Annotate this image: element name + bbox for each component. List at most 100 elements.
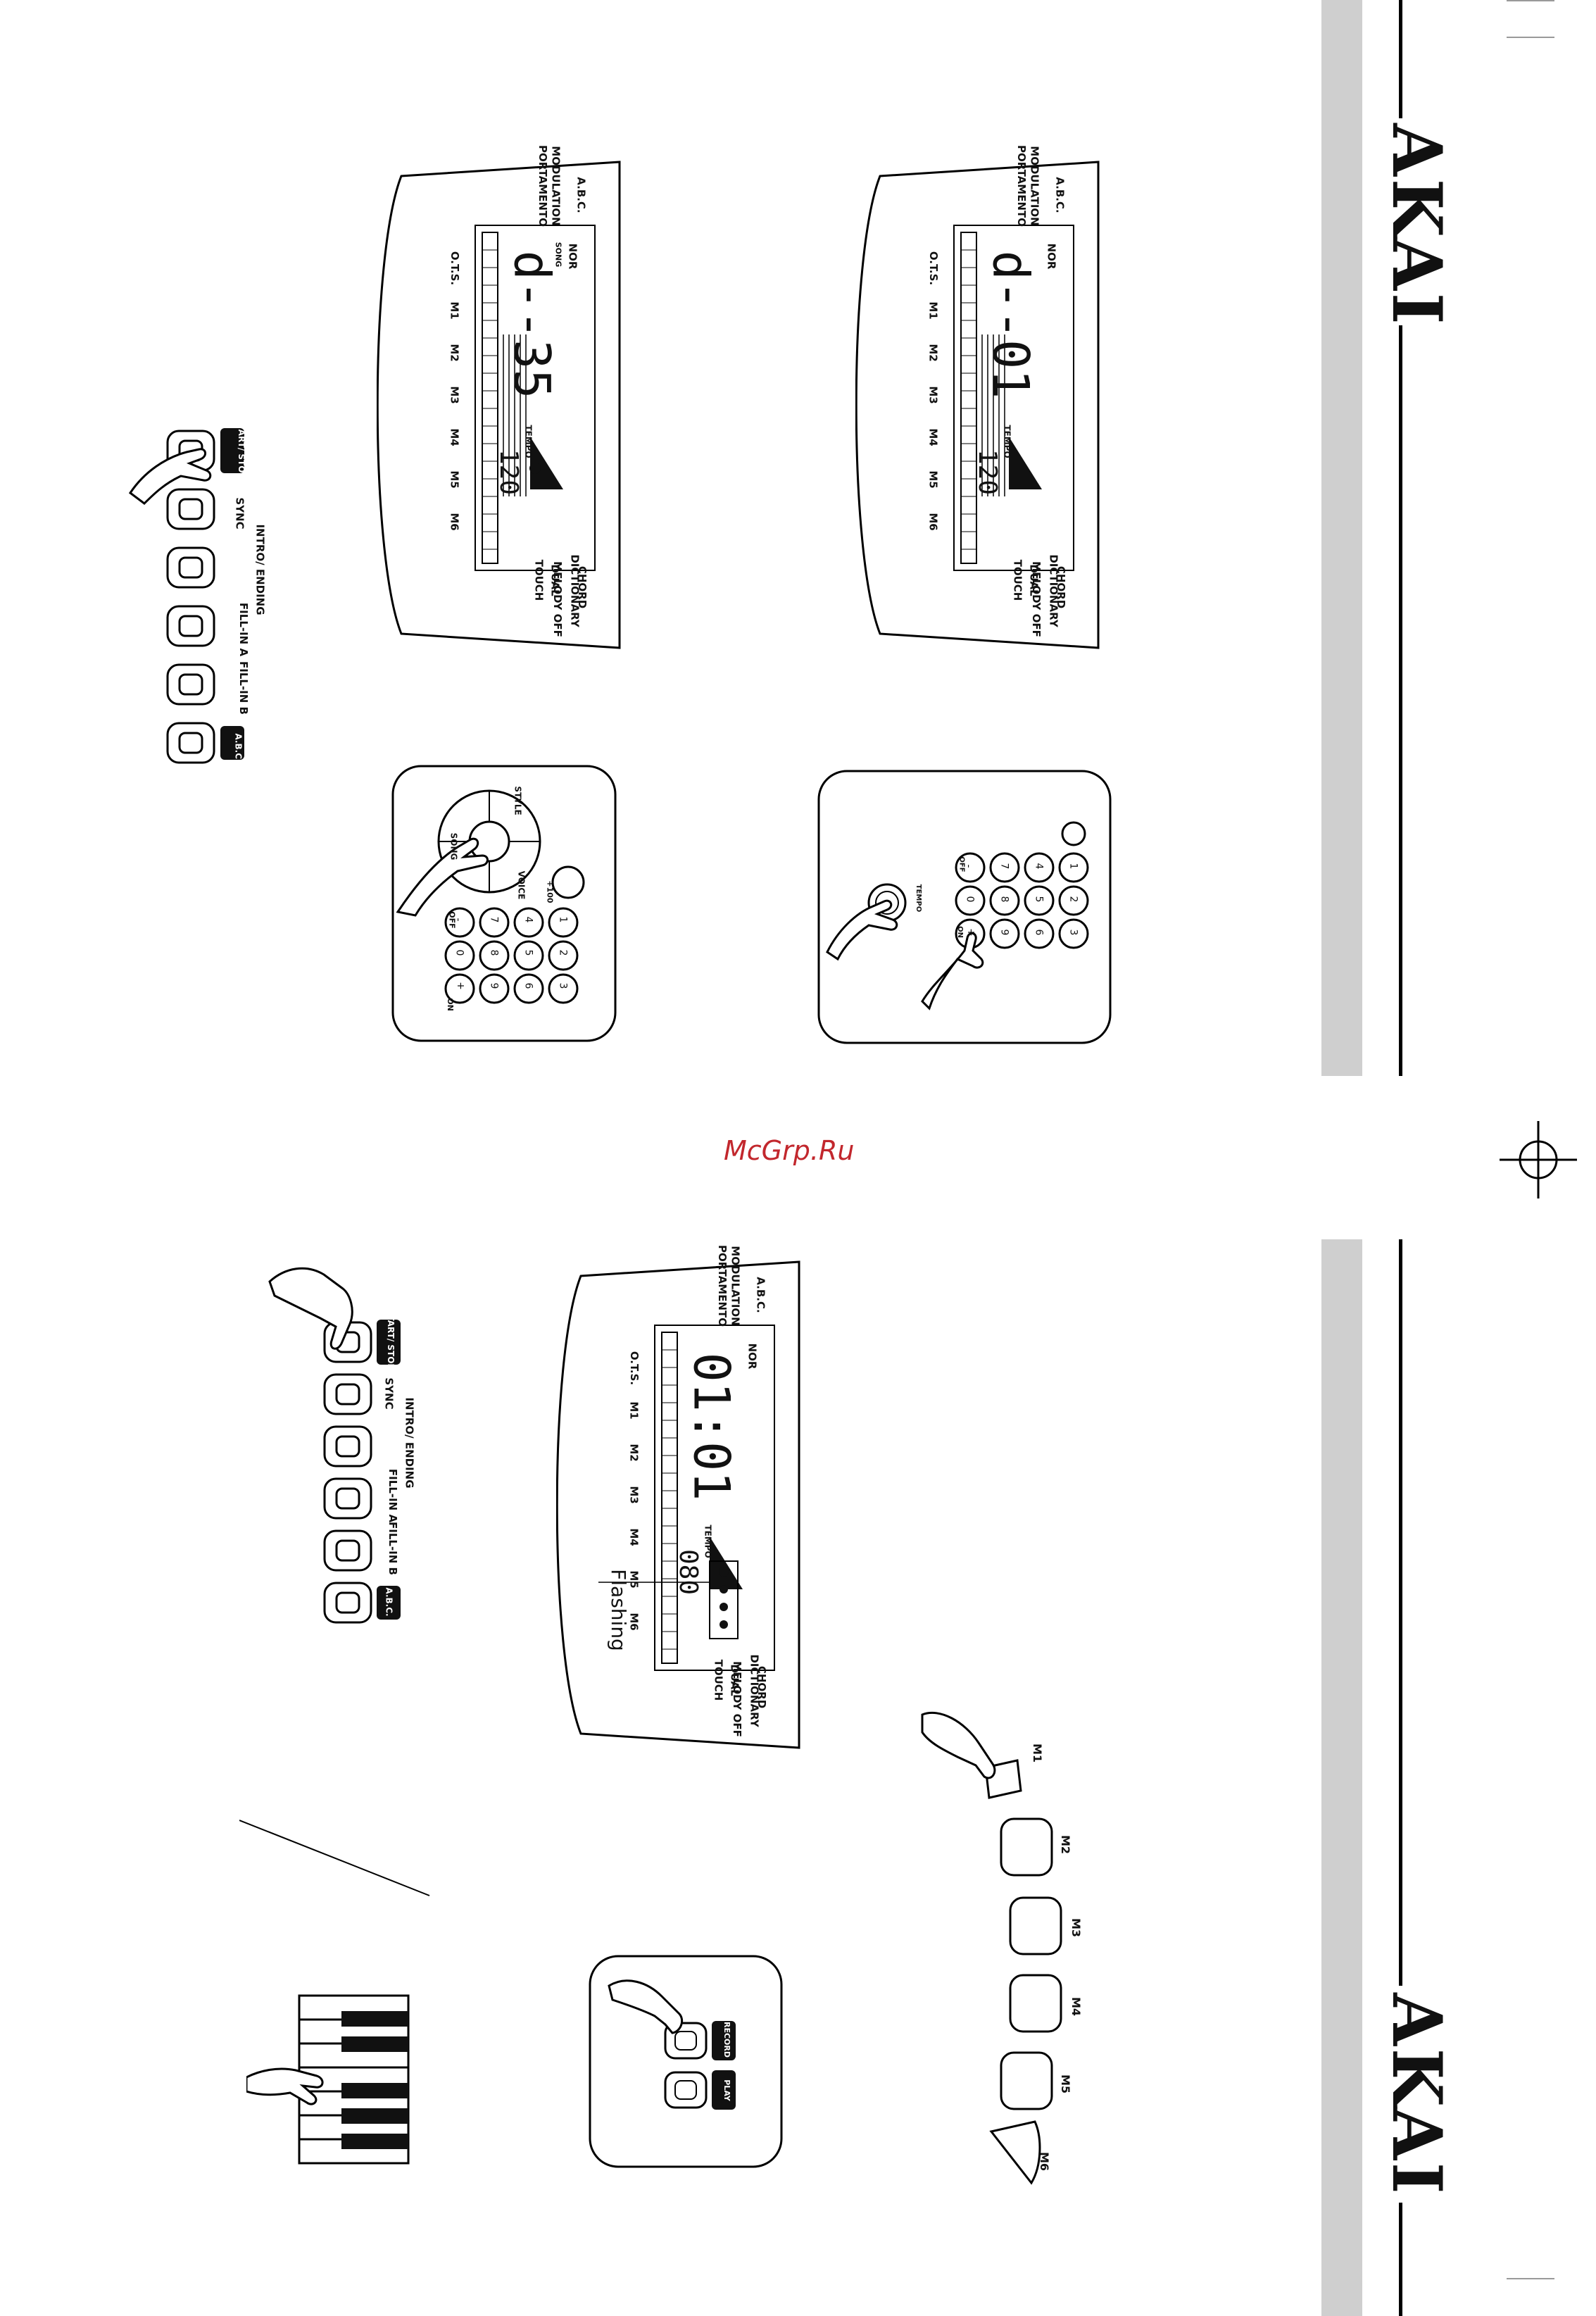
crop-mark bbox=[1507, 37, 1554, 38]
memory-pad-m2[interactable]: M2 bbox=[1059, 1834, 1073, 1855]
divider-line-top-a bbox=[1399, 0, 1402, 118]
lcd-label-tempo: TEMPO bbox=[523, 425, 534, 458]
wheel-keypad-art bbox=[391, 765, 617, 1042]
keypad-key-0[interactable]: 0 bbox=[453, 949, 465, 956]
keypad-key-6[interactable]: 6 bbox=[522, 982, 534, 989]
record-play-art bbox=[589, 1955, 783, 2168]
lcd-label-modulation: MODULATION bbox=[729, 1246, 742, 1326]
memory-pad-m1[interactable]: M1 bbox=[1031, 1743, 1045, 1763]
memory-pads bbox=[908, 1686, 1084, 2193]
keypad-key-2[interactable]: 2 bbox=[557, 949, 569, 956]
lcd-label-ots: O.T.S. bbox=[927, 251, 941, 286]
record-play-panel bbox=[588, 1954, 784, 2169]
divider-line-bottom-b bbox=[1399, 2203, 1402, 2316]
lcd-label-melody-off: MELODY OFF bbox=[730, 1661, 743, 1737]
lcd-readout-top-right: d--01 bbox=[981, 250, 1040, 399]
lcd-label-m2: M2 bbox=[448, 344, 461, 362]
divider-line-bottom-a bbox=[1399, 1239, 1402, 1986]
memory-pad-m5[interactable]: M5 bbox=[1059, 2074, 1073, 2094]
keypad2-key-9[interactable]: 9 bbox=[998, 929, 1010, 936]
lcd-label-ots: O.T.S. bbox=[448, 251, 462, 286]
lcd-label-m1: M1 bbox=[627, 1401, 641, 1420]
keypad2-key-5[interactable]: 5 bbox=[1033, 896, 1045, 903]
memory-pad-m4[interactable]: M4 bbox=[1069, 1996, 1083, 2017]
lcd-label-melody-off: MELODY OFF bbox=[551, 561, 564, 637]
lcd-label-nor: NOR bbox=[566, 243, 579, 270]
style-button-strip-top bbox=[116, 415, 264, 782]
keypad2-key-plus[interactable]: + bbox=[964, 928, 976, 937]
keypad-key-1[interactable]: 1 bbox=[557, 916, 569, 923]
keypad2-key-1[interactable]: 1 bbox=[1067, 863, 1079, 870]
wheel-label-plus100: +100 bbox=[545, 880, 555, 903]
button-label-abc: A.B.C. bbox=[233, 733, 244, 763]
lcd-label-m5: M5 bbox=[448, 470, 461, 489]
wheel-keypad-panel bbox=[391, 764, 617, 1043]
wheel-label-voice: VOICE bbox=[516, 870, 527, 900]
lcd-display-top-right bbox=[855, 158, 1102, 651]
lcd-label-tempo: TEMPO bbox=[1002, 425, 1012, 458]
brand-logo-bottom: AKAI bbox=[1377, 1993, 1457, 2197]
keypad2-key-7[interactable]: 7 bbox=[998, 863, 1010, 870]
crop-mark bbox=[1507, 2278, 1554, 2279]
tempo-keypad-panel bbox=[817, 769, 1112, 1045]
lcd-label-m6: M6 bbox=[448, 513, 461, 531]
keypad-key-4[interactable]: 4 bbox=[522, 916, 534, 923]
sidebar-bar-top bbox=[1321, 0, 1362, 1076]
button-label-intro-ending-b: INTRO/ ENDING bbox=[403, 1397, 416, 1489]
keypad-key-8[interactable]: 8 bbox=[488, 949, 500, 956]
lcd-frame-top-right bbox=[855, 161, 1100, 649]
keypad-key-minus[interactable]: - bbox=[452, 918, 464, 922]
lcd-label-modulation: MODULATION bbox=[549, 146, 563, 226]
lcd-label-m1: M1 bbox=[448, 301, 461, 320]
tempo-keypad-art bbox=[817, 770, 1112, 1044]
lcd-label-m2: M2 bbox=[926, 344, 940, 362]
lcd-label-touch: TOUCH bbox=[532, 559, 546, 601]
lcd-label-modulation: MODULATION bbox=[1028, 146, 1041, 226]
brand-logo-top: AKAI bbox=[1377, 123, 1457, 327]
button-label-fill-a: FILL-IN A bbox=[237, 602, 251, 657]
sidebar-bar-bottom bbox=[1321, 1239, 1362, 2316]
keypad2-key-6[interactable]: 6 bbox=[1033, 929, 1045, 936]
lcd-label-nor: NOR bbox=[1045, 243, 1058, 270]
lcd-label-m5: M5 bbox=[926, 470, 940, 489]
keypad2-key-2[interactable]: 2 bbox=[1067, 896, 1079, 903]
memory-pad-m6[interactable]: M6 bbox=[1038, 2151, 1052, 2172]
keypad-key-9[interactable]: 9 bbox=[488, 982, 500, 989]
style-button-strip-bottom bbox=[264, 1253, 405, 1627]
keypad-label-tempo: TEMPO bbox=[915, 884, 923, 913]
lcd-label-m3: M3 bbox=[448, 386, 461, 404]
keypad-key-5[interactable]: 5 bbox=[522, 949, 534, 956]
keypad2-key-8[interactable]: 8 bbox=[998, 896, 1010, 903]
crop-mark bbox=[1507, 0, 1554, 1]
button-label-intro-ending: INTRO/ ENDING bbox=[253, 524, 267, 615]
wheel-label-style: STYLE bbox=[513, 786, 523, 815]
keypad-label-on-2: ON bbox=[955, 926, 964, 938]
button-label-fill-b-b: FILL-IN B bbox=[386, 1522, 399, 1575]
keypad2-key-4[interactable]: 4 bbox=[1033, 863, 1045, 870]
lcd-label-dictionary: DICTIONARY bbox=[568, 554, 582, 627]
keypad-key-7[interactable]: 7 bbox=[488, 916, 500, 923]
keypad-label-on: ON bbox=[445, 998, 455, 1011]
keypad2-key-0[interactable]: 0 bbox=[964, 896, 976, 903]
lcd-label-m1: M1 bbox=[926, 301, 940, 320]
lcd-label-portamento: PORTAMENTO bbox=[716, 1244, 729, 1327]
lcd-label-abc: A.B.C. bbox=[1053, 177, 1067, 213]
watermark: McGrp.Ru bbox=[724, 1135, 855, 1166]
lcd-label-nor: NOR bbox=[746, 1343, 759, 1370]
keypad-key-plus[interactable]: + bbox=[454, 982, 466, 990]
lcd-label-abc: A.B.C. bbox=[754, 1277, 767, 1313]
keypad2-key-minus[interactable]: - bbox=[962, 864, 974, 868]
lcd-display-top-left bbox=[376, 158, 623, 651]
flashing-annotation: Flashing bbox=[606, 1569, 630, 1651]
keypad-key-3[interactable]: 3 bbox=[557, 982, 569, 989]
memory-pad-m3[interactable]: M3 bbox=[1069, 1917, 1083, 1938]
button-label-abc-b: A.B.C. bbox=[384, 1587, 394, 1617]
keypad2-key-3[interactable]: 3 bbox=[1067, 929, 1079, 936]
lcd-label-melody-off: MELODY OFF bbox=[1029, 561, 1043, 637]
button-label-fill-a-b: FILL-IN A bbox=[387, 1468, 400, 1523]
divider-line-top-b bbox=[1399, 325, 1402, 1076]
button-label-sync-b: SYNC bbox=[382, 1377, 396, 1410]
lcd-readout-bottom: 01:01 bbox=[682, 1352, 741, 1501]
style-buttons-art bbox=[128, 428, 244, 764]
wheel-label-song: SONG bbox=[448, 832, 459, 860]
